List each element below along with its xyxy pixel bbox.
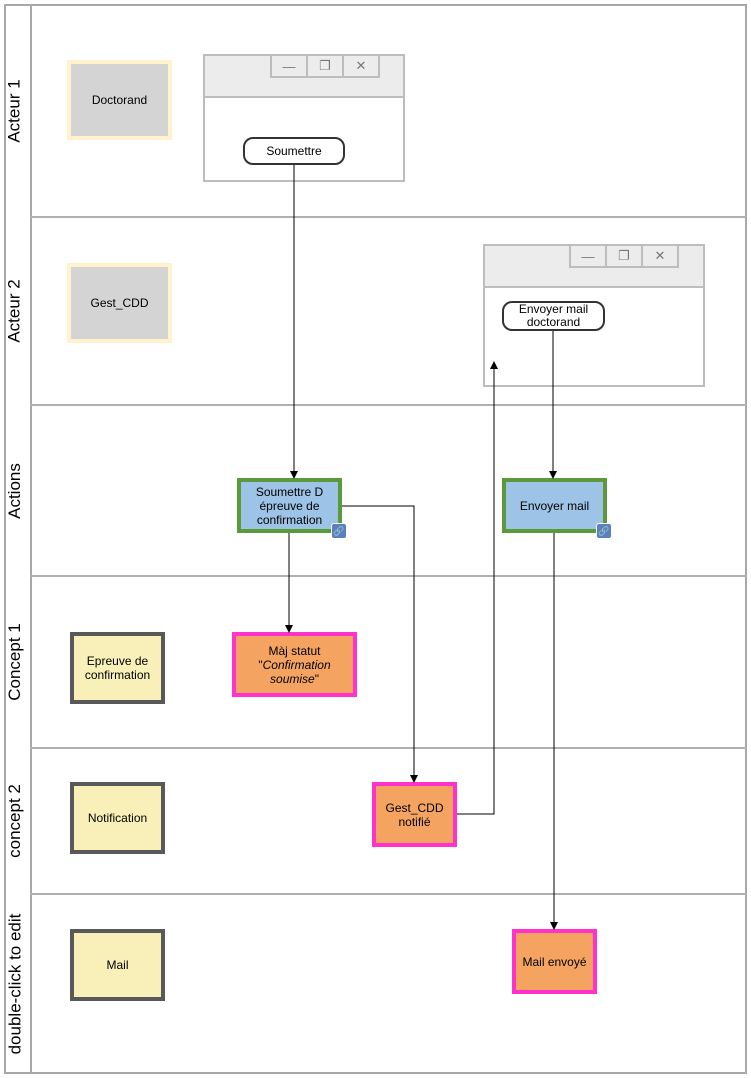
action-soumettre-epreuve[interactable]: Soumettre D épreuve de confirmation — [237, 478, 342, 533]
close-icon[interactable]: ✕ — [342, 56, 378, 76]
result-text: " — [314, 671, 319, 686]
lane-concept-2[interactable]: concept 2 — [0, 749, 30, 893]
lane-acteur-2[interactable]: Acteur 2 — [0, 218, 30, 404]
result-maj-statut[interactable]: Màj statut "Confirmation soumise" — [232, 632, 357, 697]
result-gest-cdd-notifie[interactable]: Gest_CDD notifié — [372, 782, 457, 847]
result-text-italic: Confirmation soumise — [262, 657, 331, 686]
lane-label: concept 2 — [5, 784, 25, 858]
window-controls: — ❐ ✕ — [569, 246, 679, 268]
lane-label: double-click to edit — [5, 913, 24, 1054]
pool-border-bottom — [4, 1072, 747, 1074]
maximize-icon[interactable]: ❐ — [306, 56, 342, 76]
close-icon[interactable]: ✕ — [641, 246, 677, 266]
label-column-divider — [30, 4, 32, 1074]
window-controls: — ❐ ✕ — [270, 56, 380, 78]
lane-label: Concept 1 — [5, 623, 24, 701]
result-text: " — [258, 657, 263, 672]
concept-mail[interactable]: Mail — [70, 929, 165, 1001]
result-mail-envoye[interactable]: Mail envoyé — [512, 929, 597, 994]
lane-separator — [30, 893, 747, 895]
lane-acteur-1[interactable]: Acteur 1 — [0, 6, 30, 216]
envoyer-mail-doctorand-button[interactable]: Envoyer mail doctorand — [502, 301, 605, 331]
lane-concept-1[interactable]: Concept 1 — [0, 577, 30, 747]
link-icon[interactable]: 🔗 — [331, 523, 347, 539]
lane-label: Actions — [5, 462, 24, 519]
lane-separator — [30, 404, 747, 406]
soumettre-button[interactable]: Soumettre — [243, 137, 345, 165]
pool-border-right — [745, 4, 747, 1074]
maximize-icon[interactable]: ❐ — [605, 246, 641, 266]
pool-border-top — [4, 4, 747, 6]
lane-label: Acteur 1 — [5, 79, 24, 143]
lane-separator — [30, 575, 747, 577]
minimize-icon[interactable]: — — [282, 58, 296, 74]
pool-border-left — [4, 4, 6, 1074]
lane-separator — [30, 216, 747, 218]
lane-separator — [30, 747, 747, 749]
action-envoyer-mail[interactable]: Envoyer mail — [502, 478, 607, 533]
actor-gest-cdd[interactable]: Gest_CDD — [67, 263, 172, 343]
concept-epreuve-de-confirmation[interactable]: Epreuve de confirmation — [70, 632, 165, 704]
concept-notification[interactable]: Notification — [70, 782, 165, 854]
link-icon[interactable]: 🔗 — [596, 523, 612, 539]
actor-doctorand[interactable]: Doctorand — [67, 60, 172, 140]
lane-actions[interactable]: Actions — [0, 406, 30, 575]
ui-window-2[interactable]: — ❐ ✕ — [483, 244, 705, 387]
result-text: Màj statut — [268, 643, 321, 658]
lane-label: Acteur 2 — [5, 279, 24, 343]
minimize-icon[interactable]: — — [581, 248, 595, 264]
lane-double-click-to-edit[interactable]: double-click to edit — [0, 895, 30, 1072]
